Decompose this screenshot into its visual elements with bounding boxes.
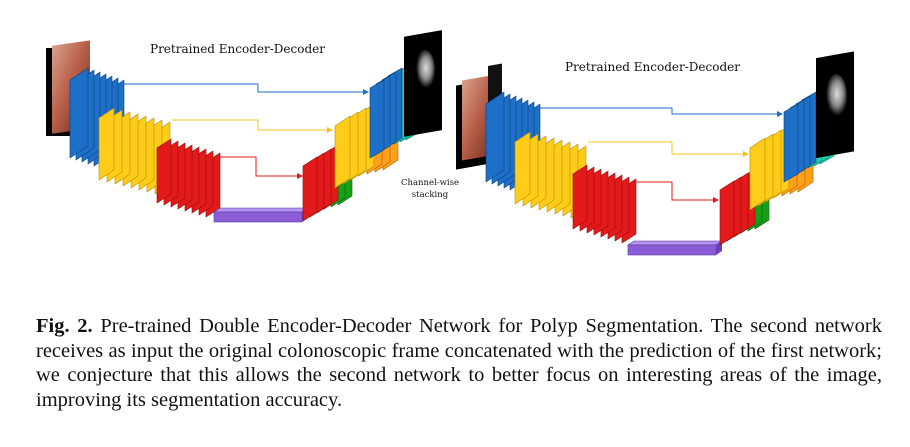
left-encoder-block-3 — [156, 138, 221, 218]
left-skip-arrow-yellow — [172, 119, 333, 133]
left-network: Pretrained Encoder-Decoder — [46, 30, 442, 223]
channel-stacking-label-line2: stacking — [412, 190, 449, 200]
right-skip-arrow-blue — [540, 107, 783, 117]
figure-label: Fig. 2. — [36, 315, 93, 337]
left-skip-arrow-blue — [124, 83, 369, 95]
channel-stacking-label-line1: Channel-wise — [401, 178, 459, 188]
figure-caption-text: Pre-trained Double Encoder-Decoder Netwo… — [36, 315, 883, 411]
left-output-mask — [404, 30, 442, 137]
figure-caption: Fig. 2. Pre-trained Double Encoder-Decod… — [36, 314, 882, 412]
left-bottleneck — [213, 207, 309, 223]
right-encoder-block-3 — [572, 164, 637, 244]
right-network: Pretrained Encoder-Decoder — [456, 51, 854, 256]
right-bottleneck — [627, 240, 723, 256]
left-skip-arrow-red — [220, 156, 303, 179]
right-skip-arrow-yellow — [588, 141, 749, 157]
architecture-diagram: Pretrained Encoder-Decoder — [46, 30, 854, 256]
right-skip-arrow-red — [636, 181, 719, 203]
right-output-mask — [816, 51, 854, 159]
left-network-title: Pretrained Encoder-Decoder — [150, 42, 325, 56]
right-network-title: Pretrained Encoder-Decoder — [565, 60, 740, 74]
